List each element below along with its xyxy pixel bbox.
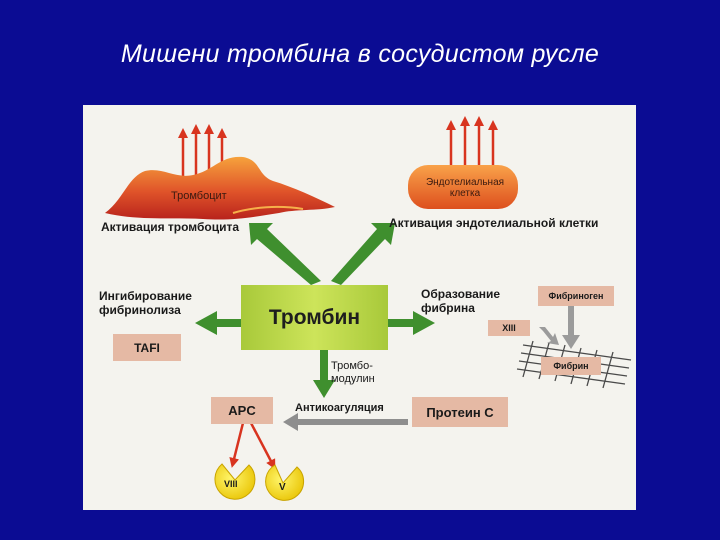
apc-to-v-arrow bbox=[249, 422, 276, 470]
endothelial-cell-shape bbox=[408, 165, 518, 209]
apc-to-viii-arrow bbox=[229, 422, 245, 468]
fibrin-box: Фибрин bbox=[541, 357, 601, 375]
factor-v-label: V bbox=[279, 482, 286, 493]
thrombin-box bbox=[241, 285, 388, 350]
apc-box: APC bbox=[211, 397, 273, 424]
fibrin-formation-label: Образование фибрина bbox=[421, 287, 501, 315]
platelet-activation-label: Активация тромбоцита bbox=[101, 220, 240, 234]
thrombin-arrows bbox=[195, 223, 435, 398]
fibrinogen-to-fibrin-arrow bbox=[562, 305, 580, 349]
xiii-arrow bbox=[539, 327, 559, 345]
thrombin-label: Тромбин bbox=[268, 305, 361, 329]
platelet-label: Тромбоцит bbox=[171, 190, 227, 202]
endothelial-activation-label: Активация эндотелиальной клетки bbox=[389, 216, 599, 230]
fibrinogen-box: Фибриноген bbox=[538, 286, 614, 306]
protein-c-box: Протеин С bbox=[412, 397, 508, 427]
protein-c-to-apc-arrow bbox=[283, 413, 408, 431]
thrombomodulin-label: Тромбо-модулин bbox=[331, 360, 375, 385]
slide-title: Мишени тромбина в сосудистом русле bbox=[120, 40, 600, 68]
endothelial-cell-label: Эндотелиальная клетка bbox=[425, 177, 505, 199]
fibrinolysis-inhibition-label: Ингибирование фибринолиза bbox=[99, 289, 192, 317]
diagram-graphics bbox=[105, 116, 632, 501]
endothelial-activation-arrows bbox=[446, 116, 498, 167]
anticoagulation-label: Антикоагуляция bbox=[295, 402, 384, 414]
factor-xiii-box: XIII bbox=[488, 320, 530, 336]
diagram-panel: Тромбоцит Активация тромбоцита Эндотелиа… bbox=[83, 105, 636, 510]
factor-v-shape bbox=[265, 464, 305, 501]
tafi-box: TAFI bbox=[113, 334, 181, 361]
platelet-shape bbox=[105, 156, 335, 220]
factor-viii-shape bbox=[214, 463, 256, 500]
factor-viii-label: VIII bbox=[224, 479, 238, 489]
